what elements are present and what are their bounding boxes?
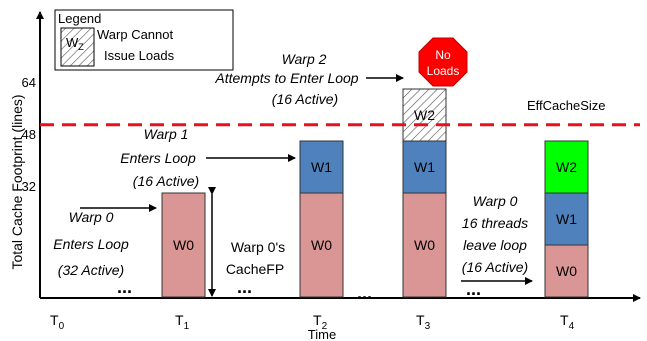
svg-text:Warp 2: Warp 2 <box>282 51 327 67</box>
legend-line1: Warp Cannot <box>97 27 173 42</box>
warp0-cachefp-annotation: Warp 0's CacheFP <box>208 187 285 297</box>
no-loads-stop-sign: No Loads <box>418 37 468 87</box>
svg-text:leave loop: leave loop <box>463 237 527 253</box>
y-tick-32: 32 <box>22 179 36 194</box>
svg-text:Warp 0's: Warp 0's <box>231 239 285 255</box>
x-tick-t1: T1 <box>175 312 190 332</box>
bar-label-t4-w2: W2 <box>556 159 577 175</box>
warp0-enter-annotation: Warp 0 Enters Loop (32 Active) <box>53 204 157 278</box>
legend: Legend WZ Warp Cannot Issue Loads <box>54 9 234 71</box>
legend-symbol: WZ <box>66 35 84 52</box>
bar-label-t4-w1: W1 <box>556 211 577 227</box>
bar-label-t2-w0: W0 <box>311 237 332 253</box>
bar-label-t2-w1: W1 <box>311 159 332 175</box>
svg-text:Warp 0: Warp 0 <box>69 209 114 225</box>
bar-label-t4-w0: W0 <box>556 263 577 279</box>
warp0-leave-annotation: Warp 0 16 threads leave loop (16 Active) <box>461 193 533 285</box>
x-tick-t2: T2 <box>313 312 328 332</box>
ellipsis-2: ... <box>237 277 252 297</box>
y-tick-48: 48 <box>22 127 36 142</box>
bar-label-t3-w0: W0 <box>414 237 435 253</box>
svg-text:(16 Active): (16 Active) <box>462 259 528 275</box>
svg-text:Enters Loop: Enters Loop <box>53 236 129 252</box>
bar-t3-w2 <box>402 88 447 142</box>
svg-text:(16 Active): (16 Active) <box>133 173 199 189</box>
svg-text:CacheFP: CacheFP <box>226 261 284 277</box>
legend-line2: Issue Loads <box>104 48 175 63</box>
svg-text:(32 Active): (32 Active) <box>58 262 124 278</box>
y-tick-64: 64 <box>22 75 36 90</box>
legend-hatch-swatch <box>60 27 95 67</box>
bar-t4-w0 <box>544 244 589 298</box>
eff-cache-size-label: EffCacheSize <box>527 98 606 113</box>
warp2-annotation: Warp 2 Attempts to Enter Loop (16 Active… <box>214 51 404 107</box>
svg-text:(16 Active): (16 Active) <box>272 91 338 107</box>
bar-t3-w0 <box>402 192 447 298</box>
bar-t3-w1 <box>402 140 447 194</box>
bar-label-t3-w2: W2 <box>414 107 435 123</box>
legend-title: Legend <box>58 11 101 26</box>
x-axis-label: Time <box>308 327 336 341</box>
x-tick-t3: T3 <box>416 312 431 332</box>
svg-text:Warp 1: Warp 1 <box>144 126 189 142</box>
warp1-annotation: Warp 1 Enters Loop (16 Active) <box>120 126 296 189</box>
bar-t2-w1 <box>299 140 344 194</box>
x-tick-t4: T4 <box>560 312 575 332</box>
ellipsis-1: ... <box>117 277 132 297</box>
y-axis-label: Total Cache Footprint (lines) <box>9 94 25 269</box>
ellipsis-3: ... <box>357 283 372 303</box>
bar-label-t3-w1: W1 <box>414 159 435 175</box>
svg-text:Attempts to Enter Loop: Attempts to Enter Loop <box>214 70 358 86</box>
svg-text:16 threads: 16 threads <box>462 215 528 231</box>
ellipsis-4: ... <box>466 279 481 299</box>
bar-t4-w2 <box>544 140 589 194</box>
bar-label-t1-w0: W0 <box>173 237 194 253</box>
svg-text:Warp 0: Warp 0 <box>473 193 518 209</box>
stop-sign-line2: Loads <box>427 64 460 78</box>
stop-sign-line1: No <box>435 48 451 62</box>
bar-t4-w1 <box>544 192 589 246</box>
svg-text:Enters Loop: Enters Loop <box>120 150 196 166</box>
bar-t1-w0 <box>161 192 206 298</box>
x-tick-t0: T0 <box>50 312 65 332</box>
